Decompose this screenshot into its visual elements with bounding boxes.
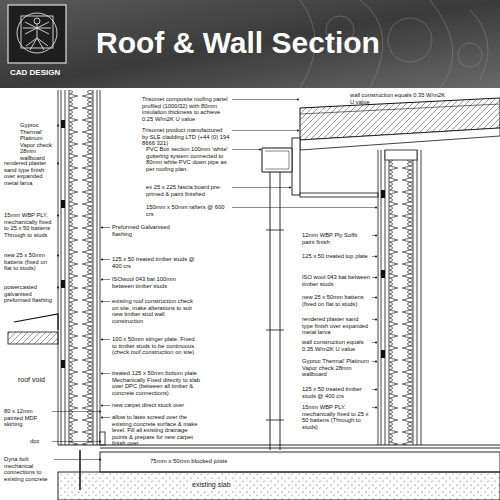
leader-dot [101, 300, 103, 302]
annotation-label: ex 25 x 225 fascia board pre-primed & pa… [146, 184, 230, 197]
annotation-label: 15mm WBP PLY. mechanically fixed to 25 x… [302, 404, 370, 430]
annotation-label: 125 x 50 treated top plate [302, 253, 370, 260]
leader-dot [375, 388, 377, 390]
leader-dot [297, 129, 299, 131]
leader-dot [101, 278, 103, 280]
leader-dot [57, 286, 59, 288]
leader-line [372, 297, 376, 298]
leader-line [372, 235, 376, 236]
leader-dot [375, 341, 377, 343]
annotation-label: roof void [18, 376, 58, 384]
leader-dot [375, 276, 377, 278]
leader-dot [375, 255, 377, 257]
annotation-label: powercasted galvanised preformed flashin… [4, 284, 56, 304]
annotation-label: new 25 x 50mm battens (fixed on flat to … [4, 252, 56, 272]
annotation-label: rendered plaster sand type finish over e… [4, 160, 56, 186]
annotation-label: new 25 x 50mm battens (fixed on flat to … [302, 294, 370, 307]
leader-line [102, 259, 110, 260]
leader-dot [57, 124, 59, 126]
leader-dot [375, 296, 377, 298]
annotation-label: existing roof construction check on site… [112, 298, 196, 324]
annotation-label: wall construction equals 0.35 W/m2K U va… [350, 92, 450, 105]
leader-line [102, 301, 110, 302]
leader-dot [101, 372, 103, 374]
leader-line [102, 405, 110, 406]
annotation-label: 100 x 50mm stinger plate. Fixed to timbe… [112, 336, 196, 356]
leader-dot [57, 214, 59, 216]
annotation-label: 80 x 12mm painted MDF skirting [4, 408, 50, 428]
leader-line [372, 277, 376, 278]
leader-line [372, 342, 376, 343]
leader-line [52, 441, 100, 442]
leader-dot [297, 98, 299, 100]
annotation-label: Gyproc Thermal' Platinum Vapor check 28m… [20, 122, 56, 161]
leader-dot [99, 440, 101, 442]
leader-dot [375, 360, 377, 362]
annotation-label: Preformed Galvanised flashing [112, 224, 172, 237]
leader-dot [101, 226, 103, 228]
annotation-label: 150mm x 50mm rafters @ 600 crs [146, 204, 230, 217]
leader-dot [101, 404, 103, 406]
annotation-label: existing slab [190, 481, 233, 489]
leader-line [232, 130, 298, 131]
annotation-label: 12mm WBP Ply Soffit paint finish [302, 232, 370, 245]
leader-line [102, 227, 110, 228]
annotation-label: Trisomet product manufactured by SLE cla… [142, 127, 230, 147]
leader-dot [289, 186, 291, 188]
leader-line [102, 373, 110, 374]
leader-line [102, 279, 110, 280]
leader-dot [99, 410, 101, 412]
annotation-label: ISO wool 043 bat between timber studs [302, 274, 370, 287]
leader-line [232, 207, 376, 208]
leader-line [372, 361, 376, 362]
leader-line [102, 417, 110, 418]
leader-dot [57, 162, 59, 164]
annotation-label: rendered plaster sand type finish over e… [302, 316, 370, 336]
leader-line [372, 256, 376, 257]
leader-dot [375, 406, 377, 408]
leader-dot [101, 338, 103, 340]
logo-caption: CAD DESIGN [10, 68, 70, 77]
leader-dot [101, 258, 103, 260]
annotation-label: 75mm x 50mm blocked joists [150, 458, 250, 465]
annotation-label: wall construction equals 0.35 W/m2K U va… [302, 339, 370, 352]
annotation-label: treated 125 x 50mm bottom plate Mechanic… [112, 370, 202, 396]
leader-dot [101, 416, 103, 418]
leader-line [232, 99, 298, 100]
annotation-label: Trisomet composite roofing panel profile… [142, 96, 230, 122]
annotation-label: dpc [30, 438, 50, 445]
leader-dot [99, 458, 101, 460]
title: Roof & Wall Section [96, 26, 380, 60]
leader-line [372, 389, 376, 390]
annotation-label: allow to latex screed over the existing … [112, 414, 198, 447]
leader-line [52, 411, 100, 412]
leader-line [54, 459, 100, 460]
leader-dot [375, 234, 377, 236]
leader-line [372, 319, 376, 320]
leader-line [372, 407, 376, 408]
annotation-label: ISOwool 043 bat 100mm between timber stu… [112, 276, 196, 289]
annotation-label: 15mm WBP PLY, mechanically fixed to 25 x… [4, 212, 56, 238]
annotation-label: 125 x 50 treated timber studs @ 400 crs [302, 386, 370, 399]
annotation-label: Gyproc Thermal' Platinum Vapor check 28m… [302, 358, 370, 378]
annotation-label: Dyna bolt mechanical connections to exis… [4, 456, 52, 482]
leader-dot [375, 318, 377, 320]
annotation-label: PVC Box section 100mm 'white' guttering … [146, 146, 230, 172]
annotation-label: 125 x 50 treated timber studs @ 400 crs [112, 256, 196, 269]
annotation-label: new carpet direct stuck over [112, 402, 212, 409]
leader-dot [259, 148, 261, 150]
leader-line [232, 187, 290, 188]
leader-dot [57, 254, 59, 256]
leader-line [232, 149, 260, 150]
leader-dot [375, 206, 377, 208]
leader-line [102, 339, 110, 340]
